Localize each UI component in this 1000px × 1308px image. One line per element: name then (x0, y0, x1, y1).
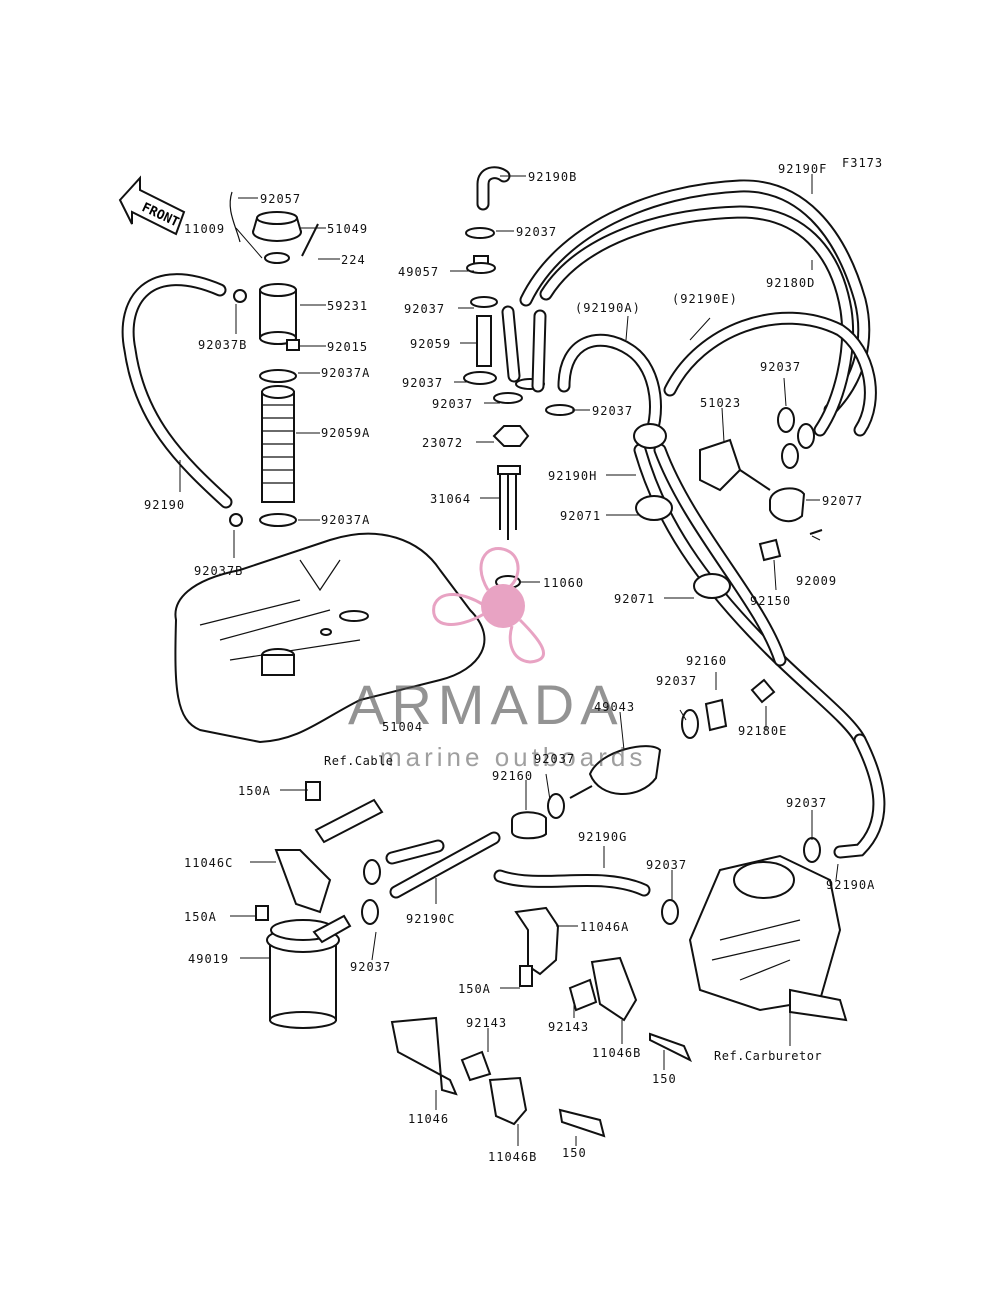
ref-carburetor-label[interactable]: Ref.Carburetor (714, 1049, 823, 1063)
part-label-92037-i[interactable]: 92037 (786, 796, 828, 810)
part-label-224[interactable]: 224 (341, 253, 366, 267)
part-label-92037-e[interactable]: 92037 (592, 404, 634, 418)
part-label-92037b-bottom[interactable]: 92037B (194, 564, 244, 578)
part-label-51023[interactable]: 51023 (700, 396, 742, 410)
part-label-92037-d[interactable]: 92037 (432, 397, 474, 411)
part-label-92190a[interactable]: 92190A (826, 878, 876, 892)
fuel-hoses-lower (361, 831, 821, 925)
part-label-11060[interactable]: 11060 (543, 576, 585, 590)
part-label-150a-bottom[interactable]: 150A (458, 982, 491, 996)
part-label-92180e[interactable]: 92180E (738, 724, 788, 738)
part-label-23072[interactable]: 23072 (422, 436, 464, 450)
part-label-92160-a[interactable]: 92160 (686, 654, 728, 668)
part-label-59231[interactable]: 59231 (327, 299, 369, 313)
part-label-92037-c[interactable]: 92037 (402, 376, 444, 390)
part-label-150-b[interactable]: 150 (562, 1146, 587, 1160)
fuel-cap-assembly (229, 191, 319, 527)
part-label-31064[interactable]: 31064 (430, 492, 472, 506)
part-label-92057[interactable]: 92057 (260, 192, 302, 206)
fuel-tank-51004 (174, 532, 486, 744)
part-label-92009[interactable]: 92009 (796, 574, 838, 588)
part-label-11046b-b[interactable]: 11046B (488, 1150, 538, 1164)
part-label-92190a-paren[interactable]: (92190A) (575, 301, 641, 315)
leader-lines (179, 174, 839, 1146)
ref-cable-label[interactable]: Ref.Cable (324, 754, 394, 768)
part-label-11009[interactable]: 11009 (184, 222, 226, 236)
part-label-11046b-a[interactable]: 11046B (592, 1046, 642, 1060)
part-label-92190c[interactable]: 92190C (406, 912, 456, 926)
part-label-92190e-paren[interactable]: (92190E) (672, 292, 738, 306)
part-label-92037-b[interactable]: 92037 (404, 302, 446, 316)
part-label-92190b[interactable]: 92190B (528, 170, 578, 184)
part-label-49057[interactable]: 49057 (398, 265, 440, 279)
part-label-11046[interactable]: 11046 (408, 1112, 450, 1126)
part-label-92190f[interactable]: 92190F (778, 162, 828, 176)
vent-hose-92190 (121, 273, 247, 527)
primer-bulb-49043 (511, 678, 776, 840)
part-label-92037b-top[interactable]: 92037B (198, 338, 248, 352)
part-label-92071-a[interactable]: 92071 (560, 509, 602, 523)
part-label-92015[interactable]: 92015 (327, 340, 369, 354)
part-label-92037-f[interactable]: 92037 (760, 360, 802, 374)
part-label-92190h[interactable]: 92190H (548, 469, 598, 483)
bracket-clamps (390, 906, 692, 1138)
fuel-valve-51023 (699, 407, 823, 562)
part-label-49019[interactable]: 49019 (188, 952, 230, 966)
part-label-92037-h[interactable]: 92037 (534, 752, 576, 766)
pickup-assembly (463, 166, 575, 589)
part-label-92160-b[interactable]: 92160 (492, 769, 534, 783)
carburetor-reference (688, 854, 848, 1022)
part-label-92143-a[interactable]: 92143 (548, 1020, 590, 1034)
watermark-propeller-logo (432, 546, 545, 664)
watermark-title: ARMADA (348, 673, 624, 736)
part-label-150-a[interactable]: 150 (652, 1072, 677, 1086)
part-label-92059[interactable]: 92059 (410, 337, 452, 351)
part-label-49043[interactable]: 49043 (594, 700, 636, 714)
part-label-92071-b[interactable]: 92071 (614, 592, 656, 606)
part-label-11046a[interactable]: 11046A (580, 920, 630, 934)
figure-code: F3173 (842, 156, 884, 170)
part-label-51049[interactable]: 51049 (327, 222, 369, 236)
part-label-92190[interactable]: 92190 (144, 498, 186, 512)
part-label-92180d[interactable]: 92180D (766, 276, 816, 290)
part-label-92190g[interactable]: 92190G (578, 830, 628, 844)
part-label-92077[interactable]: 92077 (822, 494, 864, 508)
part-label-92037a-top[interactable]: 92037A (321, 366, 371, 380)
part-label-92037-a[interactable]: 92037 (516, 225, 558, 239)
fuel-filter-49019 (255, 781, 384, 1029)
part-label-92037-k[interactable]: 92037 (646, 858, 688, 872)
part-label-92150[interactable]: 92150 (750, 594, 792, 608)
watermark-subtitle: marine outboards (380, 742, 647, 772)
part-label-92037-g[interactable]: 92037 (656, 674, 698, 688)
part-label-92059a[interactable]: 92059A (321, 426, 371, 440)
part-label-92037-j[interactable]: 92037 (350, 960, 392, 974)
part-label-150a-top[interactable]: 150A (238, 784, 271, 798)
fuel-hoses-upper (501, 179, 886, 859)
part-label-51004[interactable]: 51004 (382, 720, 424, 734)
part-label-150a-mid[interactable]: 150A (184, 910, 217, 924)
part-label-92143-b[interactable]: 92143 (466, 1016, 508, 1030)
part-label-92037a-bottom[interactable]: 92037A (321, 513, 371, 527)
front-direction-arrow: FRONT (118, 175, 186, 236)
part-label-11046c[interactable]: 11046C (184, 856, 234, 870)
